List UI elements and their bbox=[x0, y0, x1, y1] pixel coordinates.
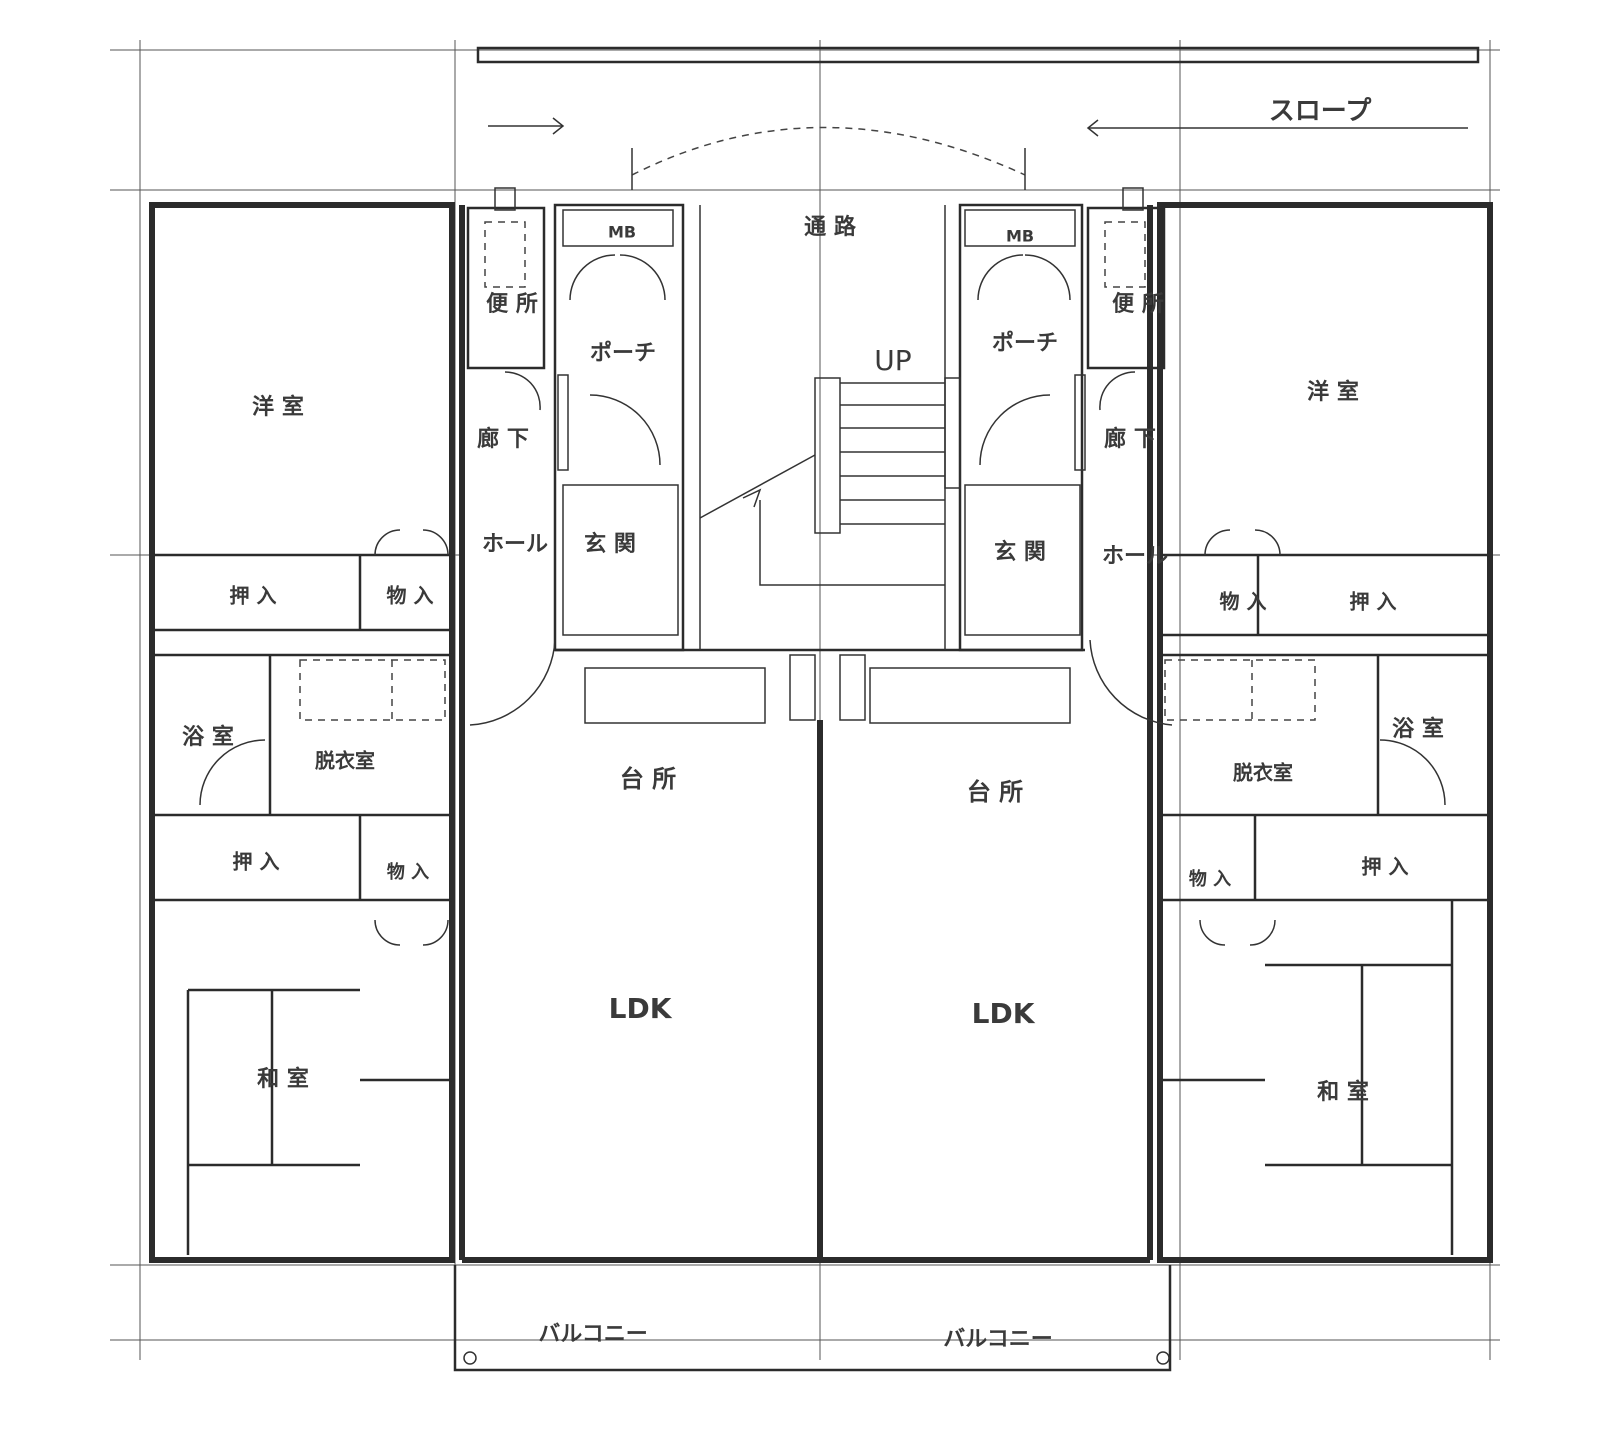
slope-area bbox=[476, 46, 1480, 137]
right-hall-label: ホール bbox=[1102, 544, 1168, 569]
right-meter-box-label: MB bbox=[1006, 227, 1034, 246]
right-storage-label: 物 入 bbox=[1220, 590, 1267, 614]
left-storage-2-label: 物 入 bbox=[387, 861, 429, 883]
left-balcony-label: バルコニー bbox=[538, 1322, 648, 1347]
left-storage-label: 物 入 bbox=[387, 584, 434, 608]
left-dressing-label: 脱衣室 bbox=[315, 749, 375, 773]
right-entrance-label: 玄 関 bbox=[994, 539, 1046, 565]
stairs-up-label: UP bbox=[874, 344, 911, 377]
right-balcony-label: バルコニー bbox=[943, 1327, 1053, 1352]
right-closet-label: 押 入 bbox=[1350, 590, 1397, 614]
left-corridor-label: 廊 下 bbox=[477, 426, 529, 452]
right-western-room-label: 洋 室 bbox=[1307, 379, 1359, 405]
left-porch-label: ポーチ bbox=[590, 340, 656, 366]
central-stairs bbox=[584, 126, 1071, 724]
left-hall-label: ホール bbox=[482, 532, 548, 557]
left-kitchen-label: 台 所 bbox=[620, 765, 676, 793]
right-ldk-label: LDK bbox=[972, 997, 1036, 1030]
left-unit-walls bbox=[152, 187, 685, 1255]
balcony-outline bbox=[453, 1265, 1172, 1372]
right-storage-2-label: 物 入 bbox=[1189, 868, 1231, 890]
left-western-room-label: 洋 室 bbox=[252, 394, 304, 420]
left-closet-label: 押 入 bbox=[230, 584, 277, 608]
left-bath-label: 浴 室 bbox=[182, 724, 234, 750]
left-unit-labels: 洋 室 便 所 廊 下 ホール 玄 関 ポーチ MB 押 入 物 入 浴 室 脱… bbox=[182, 223, 676, 1348]
left-ldk-label: LDK bbox=[609, 992, 673, 1025]
right-kitchen-label: 台 所 bbox=[967, 778, 1023, 806]
right-unit-walls bbox=[958, 187, 1490, 1255]
right-closet-2-label: 押 入 bbox=[1362, 855, 1409, 879]
common-labels: 通 路 UP スロープ bbox=[804, 97, 1372, 378]
right-porch-label: ポーチ bbox=[992, 330, 1058, 356]
right-corridor-label: 廊 下 bbox=[1104, 426, 1156, 452]
left-entrance-label: 玄 関 bbox=[584, 531, 636, 557]
right-unit-labels: 洋 室 便 所 廊 下 ホール 玄 関 ポーチ MB 物 入 押 入 浴 室 脱… bbox=[943, 227, 1444, 1353]
left-meter-box-label: MB bbox=[608, 223, 636, 242]
right-toilet-label: 便 所 bbox=[1112, 292, 1164, 317]
left-toilet-label: 便 所 bbox=[486, 292, 538, 317]
door-swings bbox=[199, 254, 1446, 946]
left-closet-2-label: 押 入 bbox=[233, 850, 280, 874]
right-bath-label: 浴 室 bbox=[1392, 716, 1444, 742]
passage-label: 通 路 bbox=[804, 214, 857, 240]
right-dressing-label: 脱衣室 bbox=[1233, 761, 1293, 785]
left-japanese-room-label: 和 室 bbox=[257, 1066, 309, 1092]
slope-label: スロープ bbox=[1269, 97, 1372, 127]
right-japanese-room-label: 和 室 bbox=[1317, 1079, 1369, 1105]
exterior-walls bbox=[149, 202, 1493, 1263]
